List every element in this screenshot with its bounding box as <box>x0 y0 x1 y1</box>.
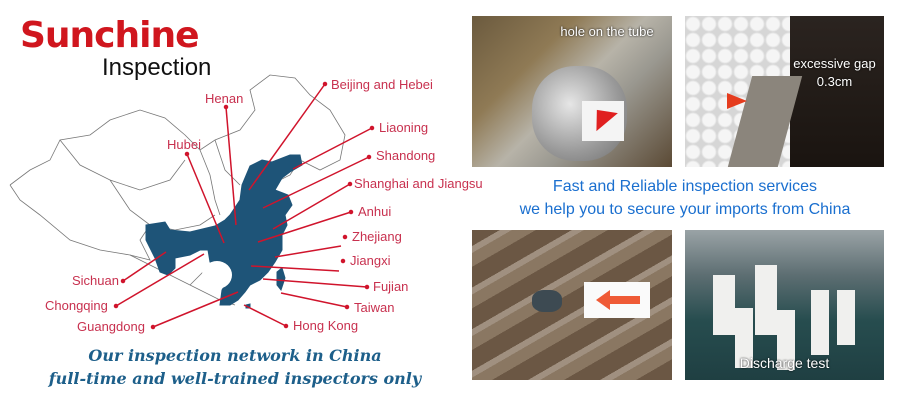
region-label-taiwan: Taiwan <box>354 300 395 315</box>
red-arrow-icon <box>596 290 610 310</box>
tagline-line1: Our inspection network in China <box>88 346 382 365</box>
logo-subtitle: Inspection <box>102 54 212 81</box>
red-arrow-icon <box>727 93 747 109</box>
region-label-beijing-hebei: Beijing and Hebei <box>331 77 433 92</box>
region-label-jiangxi: Jiangxi <box>350 253 391 268</box>
region-label-fujian: Fujian <box>373 279 409 294</box>
region-label-chongqing: Chongqing <box>45 298 108 313</box>
region-label-hong-kong: Hong Kong <box>293 318 359 333</box>
photo-caption: Discharge test <box>739 355 830 371</box>
slogan-line1: Fast and Reliable inspection services <box>552 178 818 195</box>
region-label-sichuan: Sichuan <box>72 273 119 288</box>
photo-discharge-test: Discharge test <box>685 230 884 380</box>
region-label-guangdong: Guangdong <box>77 319 145 334</box>
photo-wicker-defect <box>472 230 672 380</box>
region-label-shandong: Shandong <box>376 148 436 163</box>
photo-caption: hole on the tube <box>560 24 654 39</box>
logo-brand: Sunchine <box>20 15 200 56</box>
region-label-hubei: Hubei <box>167 137 201 152</box>
region-label-shanghai-jiangsu: Shanghai and Jiangsu <box>354 176 483 191</box>
photo-caption: excessive gap <box>793 56 876 71</box>
region-label-liaoning: Liaoning <box>379 120 429 135</box>
china-map <box>9 74 375 330</box>
region-label-zhejiang: Zhejiang <box>352 229 402 244</box>
region-label-henan: Henan <box>205 91 244 106</box>
photo-excessive-gap: excessive gap 0.3cm <box>685 16 884 167</box>
region-label-anhui: Anhui <box>358 204 392 219</box>
slogan-line2: we help you to secure your imports from … <box>519 201 851 218</box>
photo-caption-2: 0.3cm <box>816 74 853 89</box>
photo-hole-on-tube: hole on the tube <box>472 16 672 167</box>
tagline-line2: full-time and well-trained inspectors on… <box>48 369 422 388</box>
